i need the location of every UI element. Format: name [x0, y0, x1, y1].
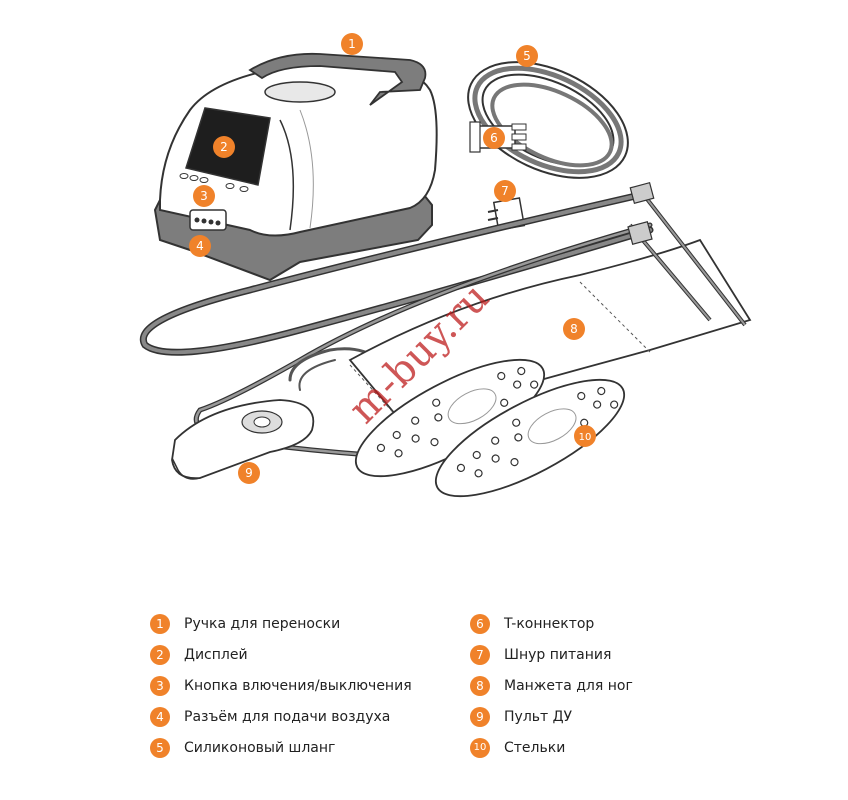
- callout-badges: 1 2 3 4 5 6 7 8 9 10: [189, 33, 596, 484]
- legend-label: Кнопка влючения/выключения: [184, 677, 412, 694]
- legend-badge: 10: [470, 737, 490, 758]
- legend-badge: 4: [150, 706, 170, 727]
- svg-text:6: 6: [490, 131, 498, 145]
- badge-8: 8: [563, 318, 585, 340]
- badge-4: 4: [189, 235, 211, 257]
- power-buttons: [179, 173, 249, 192]
- legend-left: 1 Ручка для переноски 2 Дисплей 3 Кнопка вл…: [150, 608, 412, 763]
- svg-text:4: 4: [196, 239, 204, 253]
- badge-5: 5: [516, 45, 538, 67]
- legend-item-3: 3 Кнопка влючения/выключения: [150, 670, 412, 701]
- legend-item-8: 8 Манжета для ног: [470, 670, 633, 701]
- legend-item-5: 5 Силиконовый шланг: [150, 732, 412, 763]
- svg-text:9: 9: [245, 466, 253, 480]
- legend-item-10: 10 Стельки: [470, 732, 633, 763]
- legend-label: Дисплей: [184, 646, 248, 663]
- insoles: [354, 358, 626, 498]
- legend-item-6: 6 T-коннектор: [470, 608, 633, 639]
- legend-right: 6 T-коннектор 7 Шнур питания 8 Манжета для …: [470, 608, 633, 763]
- svg-text:5: 5: [523, 49, 531, 63]
- legend-badge: 9: [470, 706, 490, 727]
- legend-badge: 3: [150, 675, 170, 696]
- legend-badge: 1: [150, 613, 170, 634]
- svg-text:1: 1: [348, 37, 356, 51]
- remote-control: [171, 399, 315, 480]
- carry-handle: [248, 52, 427, 106]
- svg-text:10: 10: [579, 432, 592, 443]
- badge-3: 3: [193, 185, 215, 207]
- badge-7: 7: [494, 180, 516, 202]
- leg-cuff: [348, 181, 752, 422]
- svg-text:2: 2: [220, 140, 228, 154]
- legend-label: Пульт ДУ: [504, 708, 573, 725]
- product-diagram: 1 2 3 4 5 6 7 8 9 10: [139, 33, 752, 498]
- legend-item-1: 1 Ручка для переноски: [150, 608, 412, 639]
- legend-label: Ручка для переноски: [184, 615, 341, 632]
- legend-badge: 2: [150, 644, 170, 665]
- svg-text:3: 3: [200, 189, 208, 203]
- legend-badge: 5: [150, 737, 170, 758]
- legend-label: Силиконовый шланг: [184, 739, 336, 756]
- svg-text:7: 7: [501, 184, 509, 198]
- badge-1: 1: [341, 33, 363, 55]
- legend-item-4: 4 Разъём для подачи воздуха: [150, 701, 412, 732]
- legend-item-9: 9 Пульт ДУ: [470, 701, 633, 732]
- legend-label: Манжета для ног: [504, 677, 633, 694]
- badge-6: 6: [483, 127, 505, 149]
- badge-9: 9: [238, 462, 260, 484]
- legend-label: T-коннектор: [504, 615, 595, 632]
- legend-badge: 8: [470, 675, 490, 696]
- compressor-unit: [153, 52, 438, 282]
- badge-10: 10: [574, 425, 596, 447]
- legend-label: Стельки: [504, 739, 566, 756]
- air-port: [189, 209, 227, 231]
- legend-badge: 6: [470, 613, 490, 634]
- silicone-hose-coil: [467, 61, 629, 179]
- svg-text:8: 8: [570, 322, 578, 336]
- badge-2: 2: [213, 136, 235, 158]
- legend-item-2: 2 Дисплей: [150, 639, 412, 670]
- legend-label: Разъём для подачи воздуха: [184, 708, 391, 725]
- legend-badge: 7: [470, 644, 490, 665]
- legend-label: Шнур питания: [504, 646, 612, 663]
- legend-item-7: 7 Шнур питания: [470, 639, 633, 670]
